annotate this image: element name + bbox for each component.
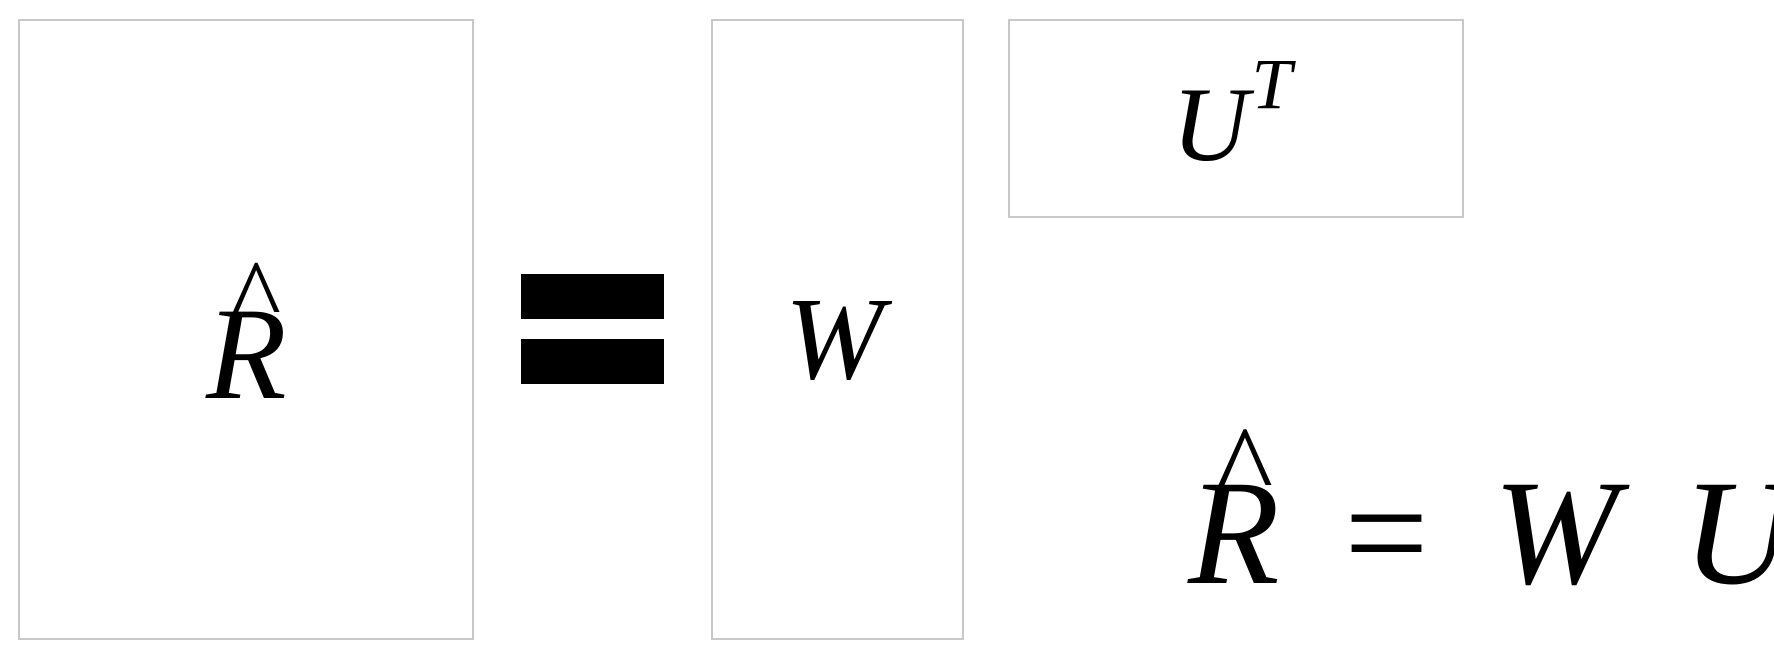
matrix-u-transpose-label: UT (1172, 48, 1292, 178)
matrix-u-transpose-box (1008, 19, 1464, 218)
matrix-r-hat-label: ^ R (206, 244, 287, 420)
r-letter: R (206, 280, 287, 427)
equation-r-hat: ^ R (1188, 407, 1280, 608)
equation-u: U (1683, 450, 1774, 616)
matrix-w-box (711, 19, 964, 640)
equation-equals: = (1344, 450, 1429, 616)
u-letter: U (1172, 66, 1249, 183)
r-hat-symbol: ^ R (206, 244, 287, 420)
matrix-r-hat-box (18, 19, 474, 640)
equals-sign-bottom-bar (521, 339, 664, 384)
equation-hat-accent: ^ (1216, 400, 1274, 534)
equation-r-letter: R (1188, 450, 1280, 616)
transpose-superscript: T (1251, 44, 1292, 125)
equation: ^ R = W UT (1188, 407, 1774, 608)
hat-accent: ^ (231, 237, 281, 355)
equation-w: W (1493, 450, 1619, 616)
matrix-w-label: W (785, 273, 884, 404)
equals-sign-top-bar (521, 274, 664, 319)
